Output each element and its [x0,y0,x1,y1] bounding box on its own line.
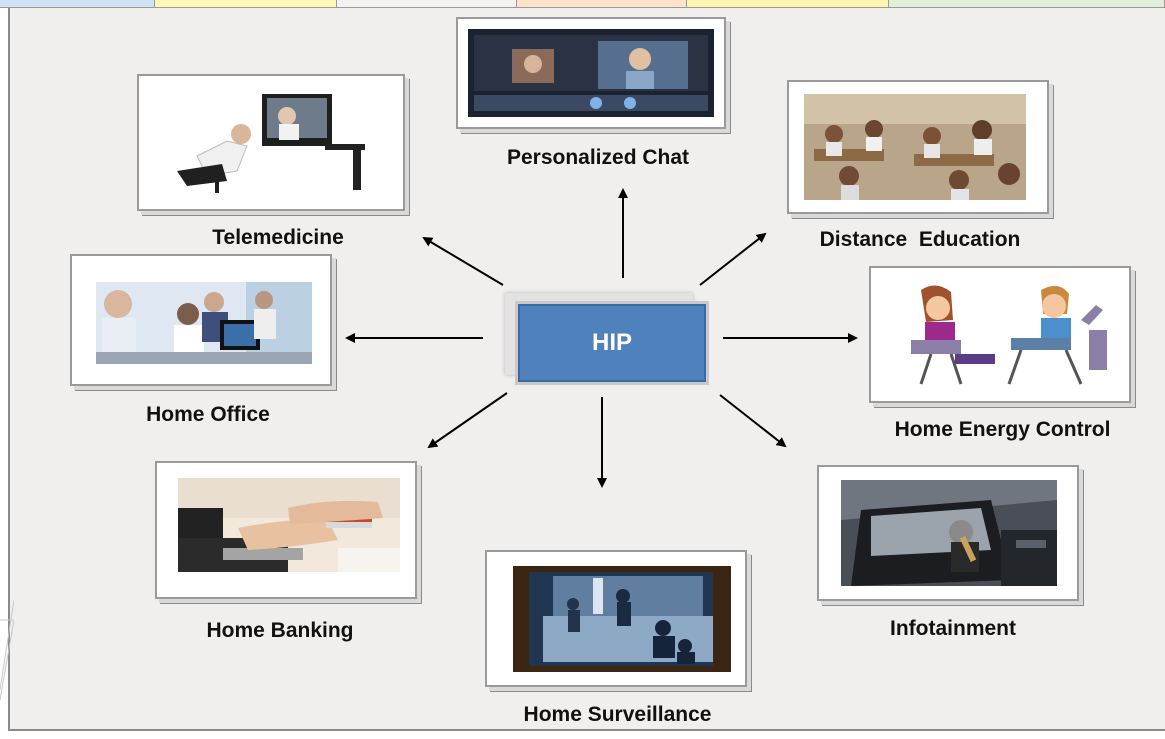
home-energy-control-image [891,280,1113,390]
home-surveillance-label: Home Surveillance [490,703,745,727]
telemedicine-frame [137,74,405,211]
distance-education-text: Distance Education [819,228,1021,251]
hip-center-box: HIP [518,304,706,382]
personalized-chat-image [468,29,714,117]
home-surveillance-text: Home Surveillance [523,703,712,726]
telemedicine-text: Telemedicine [212,226,344,249]
infotainment-frame [817,465,1079,601]
home-banking-image [178,478,400,572]
distance-education-image [804,94,1026,200]
distance-education-frame [787,80,1049,214]
tab-color-1 [0,0,155,8]
home-energy-control-text: Home Energy Control [894,418,1111,441]
arrow-to-distance-education [699,232,767,286]
home-surveillance-frame [485,550,747,687]
top-tab-strip [0,0,1165,8]
home-banking-frame [155,461,417,599]
hip-label: HIP [591,329,632,356]
tab-color-4 [517,0,687,8]
home-banking-text: Home Banking [206,619,354,642]
personalized-chat-label: Personalized Chat [498,146,698,170]
home-surveillance-image [513,566,731,672]
arrow-to-telemedicine [422,236,504,286]
decorative-lines [0,599,14,701]
home-office-text: Home Office [146,403,270,426]
telemedicine-label: Telemedicine [178,226,378,250]
infotainment-image [841,480,1057,586]
home-energy-control-frame [869,266,1131,403]
distance-education-label: Distance Education [780,228,1060,252]
home-energy-control-label: Home Energy Control [860,418,1145,442]
home-banking-label: Home Banking [170,619,390,643]
telemedicine-image [167,86,369,196]
infotainment-text: Infotainment [890,617,1016,640]
tab-color-3 [337,0,517,8]
home-office-image [96,282,312,364]
personalized-chat-text: Personalized Chat [506,146,690,169]
personalized-chat-frame [456,17,726,129]
home-office-label: Home Office [108,403,308,427]
arrow-to-home-banking [427,392,508,449]
tab-color-2 [155,0,337,8]
arrow-to-infotainment [719,394,787,448]
tab-color-5 [687,0,889,8]
home-office-frame [70,254,332,386]
infotainment-label: Infotainment [843,617,1063,641]
